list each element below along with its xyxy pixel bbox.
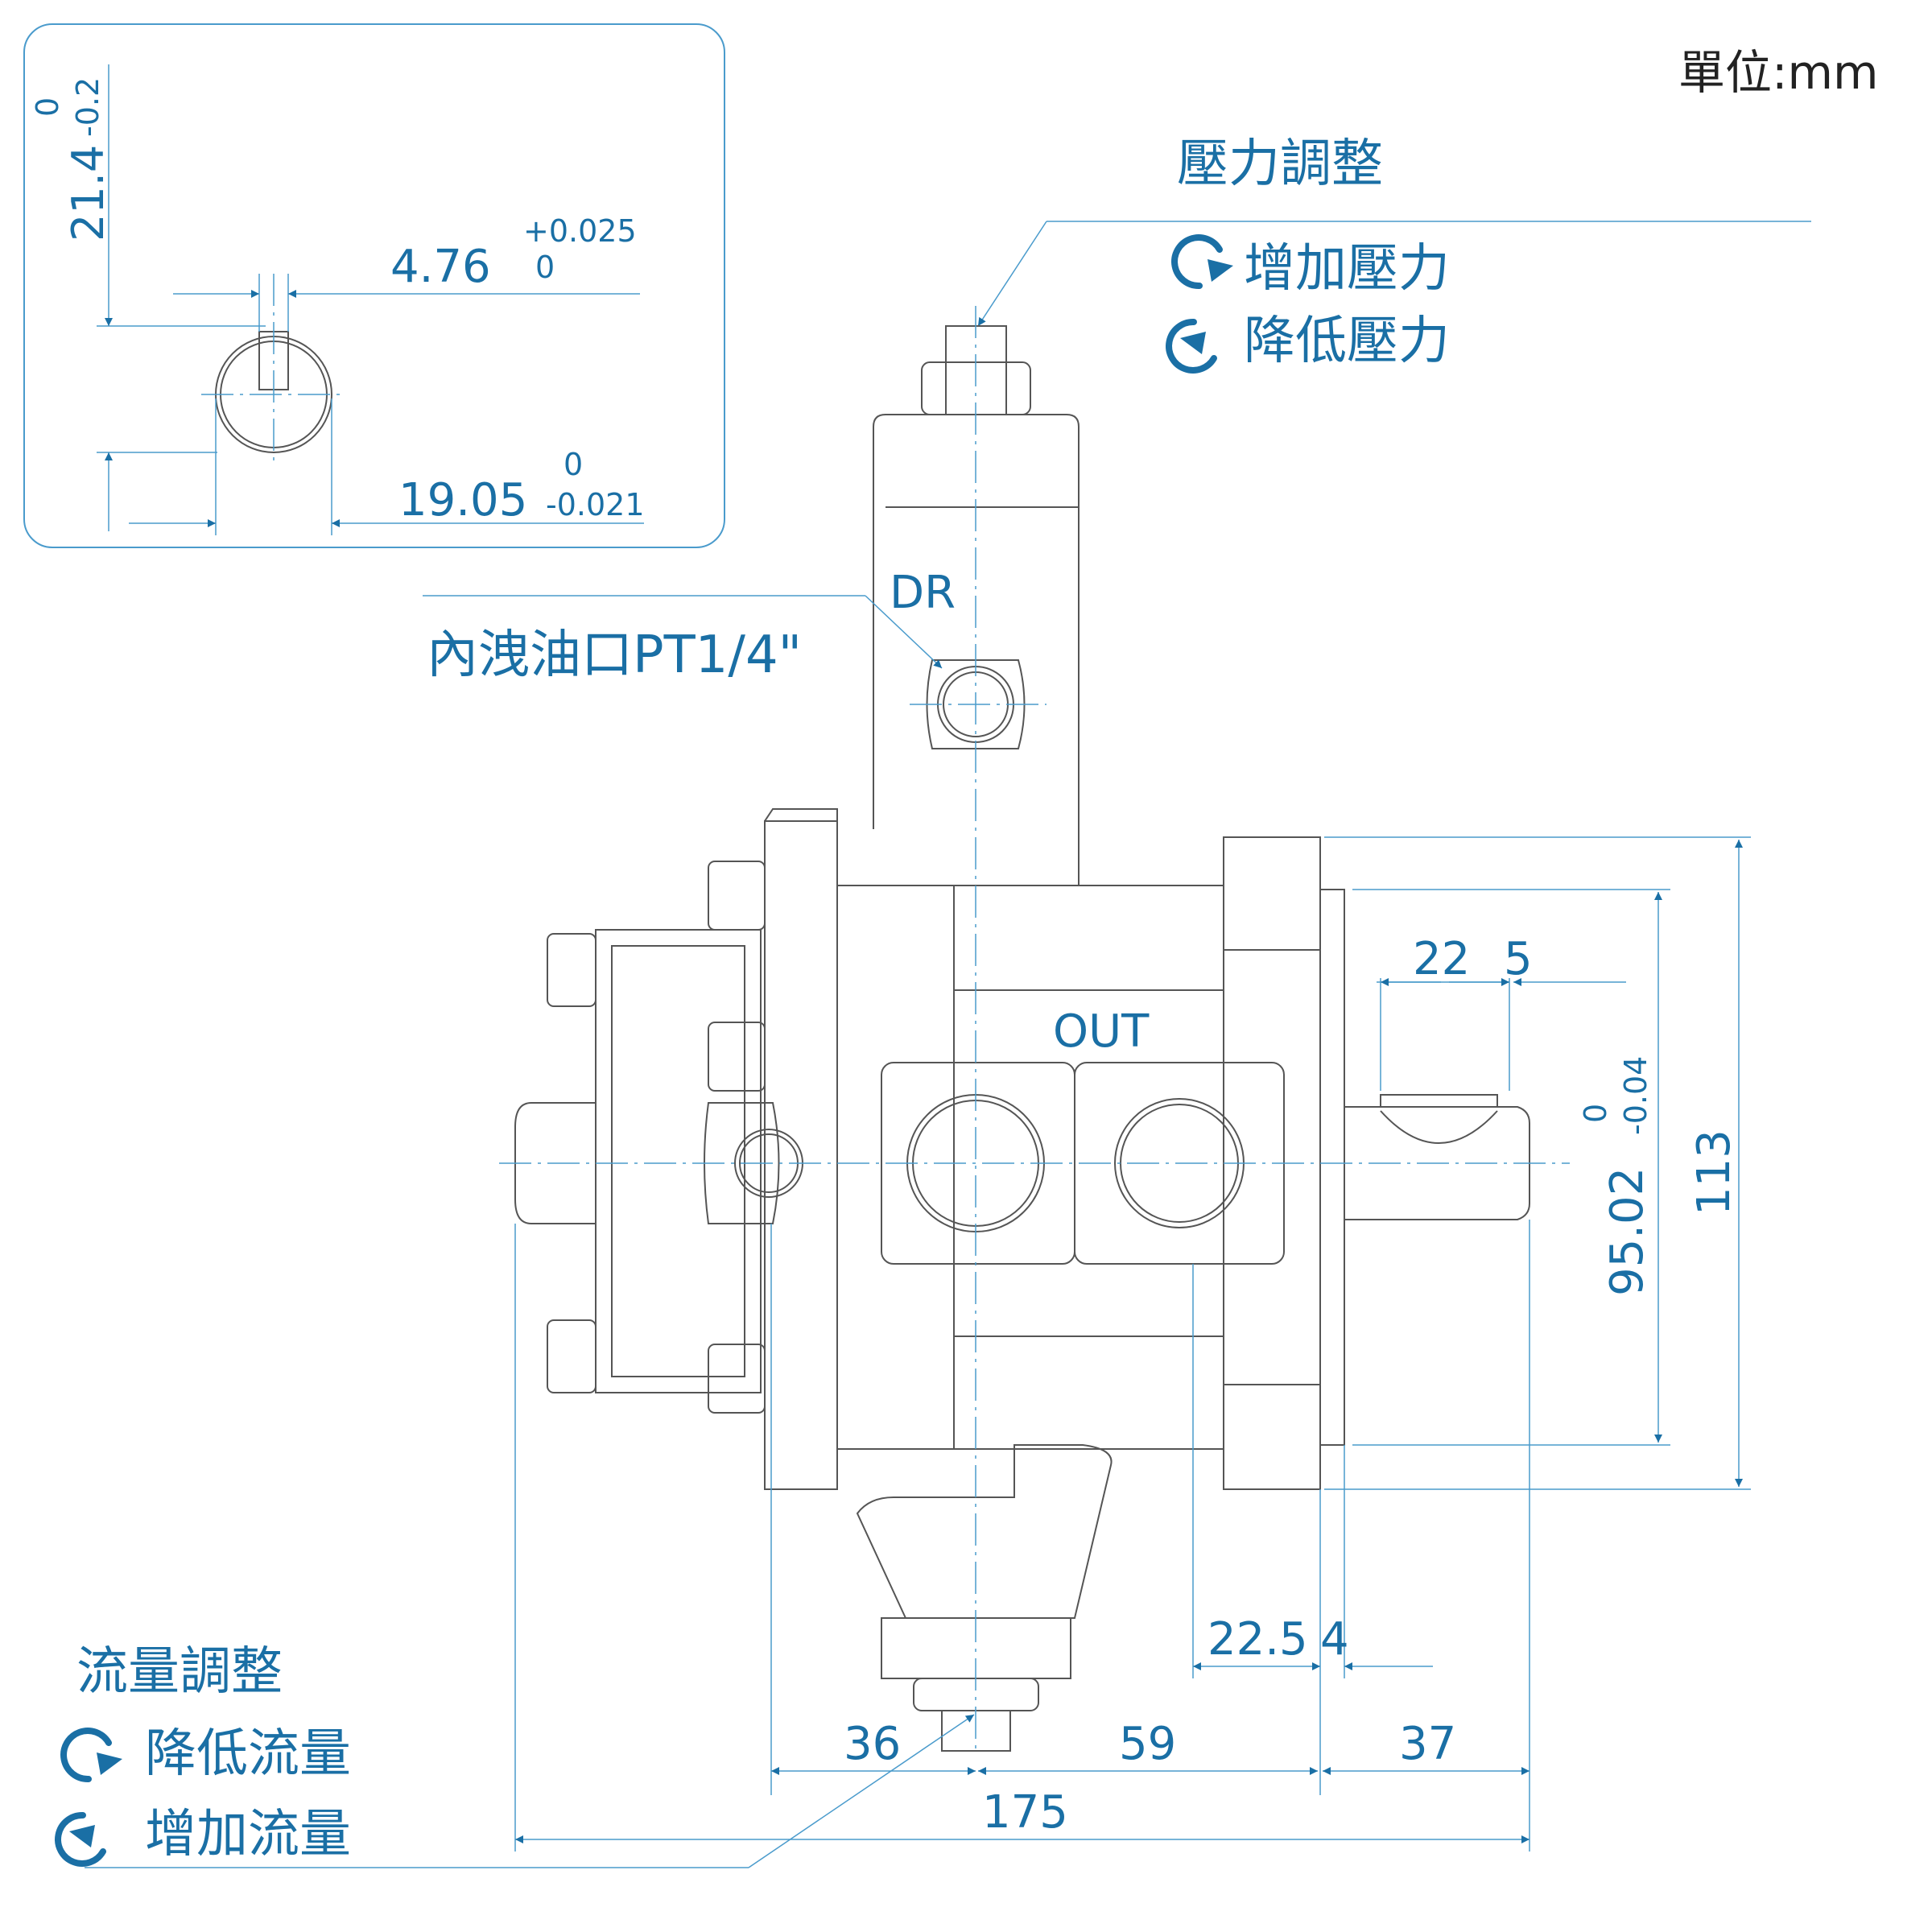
dim-22: 22	[1413, 933, 1470, 985]
shaft-height-upper-tol: 0	[30, 97, 65, 117]
drain-port-label: 內洩油口PT1/4"	[427, 625, 802, 685]
dim-5: 5	[1504, 933, 1533, 985]
flow-increase-label: 增加流量	[145, 1805, 351, 1864]
dim-95-upper-tol: 0	[1578, 1104, 1613, 1123]
key-width-upper-tol: +0.025	[523, 213, 637, 249]
dim-113: 113	[1688, 1129, 1740, 1216]
pressure-increase-label: 增加壓力	[1244, 239, 1450, 299]
dim-95-lower-tol: -0.04	[1618, 1056, 1653, 1135]
unit-label: 單位:mm	[1678, 45, 1879, 100]
dim-36: 36	[844, 1718, 901, 1770]
pressure-title: 壓力調整	[1177, 134, 1383, 194]
dim-4: 4	[1320, 1613, 1349, 1666]
detail-frame	[23, 23, 725, 548]
dim-59: 59	[1119, 1718, 1176, 1770]
clockwise-arrow-icon	[1171, 234, 1233, 290]
dr-label: DR	[890, 567, 956, 619]
flow-legend: 流量調整 降低流量 增加流量	[55, 1642, 975, 1868]
shaft-dia-lower-tol: -0.021	[546, 487, 645, 522]
key-width-lower-tol: 0	[535, 250, 555, 285]
shaft-dia-value: 19.05	[398, 474, 527, 526]
flow-title: 流量調整	[76, 1642, 283, 1702]
shaft-height-value: 21.4	[63, 145, 114, 242]
shaft-height-lower-tol: -0.2	[70, 77, 105, 137]
dim-95-02: 95.02	[1601, 1167, 1653, 1296]
pressure-legend: 壓力調整 增加壓力 降低壓力	[977, 134, 1811, 374]
clockwise-arrow-icon	[60, 1728, 122, 1783]
dim-22-5: 22.5	[1208, 1613, 1308, 1666]
shaft-dia-upper-tol: 0	[564, 447, 583, 482]
counterclockwise-arrow-icon	[55, 1811, 106, 1867]
dimension-lines	[514, 836, 1751, 1852]
dim-37: 37	[1399, 1718, 1456, 1770]
shaft-detail: 21.4 0 -0.2 4.76 +0.025 0 19.05 0 -0.021	[23, 23, 725, 548]
pump-body	[499, 306, 1570, 1755]
dim-175: 175	[982, 1786, 1068, 1839]
counterclockwise-arrow-icon	[1166, 318, 1217, 374]
pressure-decrease-label: 降低壓力	[1244, 312, 1450, 371]
flow-decrease-label: 降低流量	[145, 1724, 351, 1784]
out-label: OUT	[1053, 1005, 1150, 1058]
key-width-value: 4.76	[390, 241, 491, 293]
